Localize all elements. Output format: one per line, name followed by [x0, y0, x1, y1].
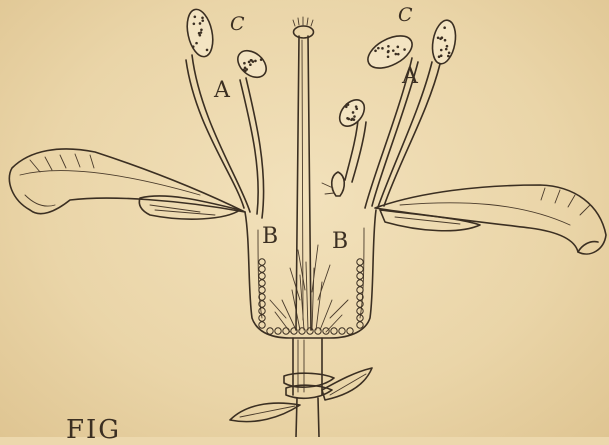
pollen-dot [245, 68, 248, 71]
pollen-dot [392, 49, 395, 52]
pollen-dot [201, 19, 204, 22]
pollen-dot [192, 45, 195, 48]
pollen-dot [193, 22, 196, 25]
gland-bead [259, 266, 265, 272]
pollen-dot [448, 52, 451, 55]
pollen-dot [199, 22, 202, 25]
label-c-left: C [230, 15, 245, 34]
ovary-hairs [270, 245, 348, 332]
gland-bead [259, 273, 265, 279]
pollen-dot [387, 50, 390, 53]
pollen-dot [200, 28, 203, 31]
right-petal [375, 185, 606, 254]
pollen-dot [346, 103, 349, 106]
gland-bead [357, 322, 363, 328]
gland-bead [331, 328, 337, 334]
pollen-dot [403, 48, 406, 51]
gland-bead [259, 280, 265, 286]
gland-bead [357, 287, 363, 293]
gland-bead [259, 308, 265, 314]
pollen-dot [249, 63, 252, 66]
pollen-dot [260, 58, 263, 61]
pollen-dot [351, 118, 354, 121]
pollen-dot [381, 47, 384, 50]
pollen-dot [353, 115, 356, 118]
pollen-dot [396, 46, 399, 49]
pollen-dot [201, 16, 204, 19]
pollen-dot [440, 49, 443, 52]
label-c-right: C [398, 6, 413, 25]
label-a-left: A [214, 80, 230, 102]
gland-bead [323, 328, 329, 334]
pollen-dot [377, 47, 380, 50]
gland-bead [357, 259, 363, 265]
pistil [293, 17, 314, 330]
pollen-dot [446, 45, 449, 48]
gland-bead [275, 328, 281, 334]
label-b-left: B [262, 226, 278, 248]
pollen-dot [447, 55, 450, 58]
pollen-dot [206, 49, 209, 52]
pollen-dot [248, 61, 251, 64]
pollen-dot [200, 31, 203, 34]
gland-bead [357, 280, 363, 286]
pollen-dot [443, 26, 446, 29]
bud [322, 172, 344, 196]
pollen-dot [194, 16, 197, 19]
gland-bead [267, 328, 273, 334]
pollen-dot [438, 55, 441, 58]
pollen-dot [254, 60, 257, 63]
gland-bead [347, 328, 353, 334]
pollen-dot [387, 45, 390, 48]
gland-bead [357, 308, 363, 314]
pollen-dot [352, 111, 355, 114]
pollen-dot [444, 39, 447, 42]
gland-bead [357, 266, 363, 272]
pollen-dot [387, 55, 390, 58]
pollen-dot [394, 53, 397, 56]
gland-bead [259, 259, 265, 265]
figure-number: FIG [66, 417, 121, 443]
pollen-dot [437, 36, 440, 39]
left-petal [9, 149, 245, 214]
pollen-dot [397, 53, 400, 56]
label-b-right: B [332, 231, 348, 253]
gland-bead [357, 273, 363, 279]
pollen-dot [345, 105, 348, 108]
label-a-right: A [402, 66, 418, 88]
pollen-dot [242, 69, 245, 72]
pollen-dot [347, 118, 350, 121]
lower-leaves [230, 368, 372, 422]
pollen-dot [243, 62, 246, 65]
pollen-dot [374, 49, 377, 52]
pollen-dot [445, 48, 448, 51]
stamens [183, 7, 458, 218]
right-inner-petal [380, 210, 480, 231]
pollen-dot [250, 59, 253, 62]
pollen-dot [195, 42, 198, 45]
gland-bead [259, 322, 265, 328]
pollen-dot [439, 38, 442, 41]
gland-bead [283, 328, 289, 334]
gland-bead [339, 328, 345, 334]
gland-bead [259, 287, 265, 293]
pollen-dot [355, 105, 358, 108]
